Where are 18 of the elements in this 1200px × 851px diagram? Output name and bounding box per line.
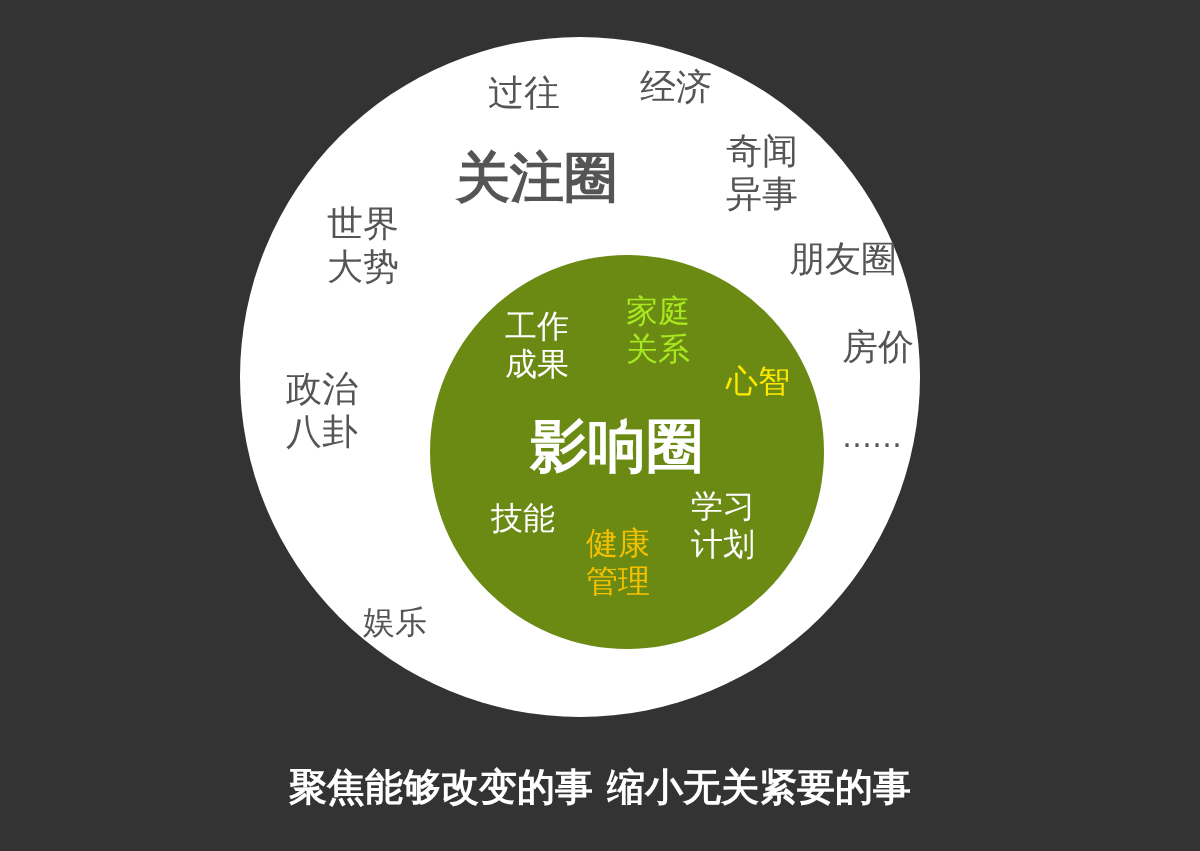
topic-label: 经济	[640, 65, 712, 109]
circle-title: 关注圈	[456, 145, 618, 211]
topic-label: 娱乐	[363, 602, 427, 642]
circle-title: 影响圈	[530, 412, 704, 482]
topic-label: 朋友圈	[789, 237, 897, 281]
topic-label: 政治八卦	[285, 366, 359, 454]
caption: 聚焦能够改变的事 缩小无关紧要的事	[289, 763, 911, 811]
topic-label: 技能	[491, 498, 555, 538]
topic-label: 奇闻异事	[725, 128, 799, 216]
topic-label: 学习计划	[690, 486, 756, 564]
topic-label: 健康管理	[585, 523, 651, 601]
topic-label: 工作成果	[504, 306, 570, 384]
topic-label: ……	[842, 419, 902, 455]
topic-label: 过往	[488, 71, 560, 115]
topic-label: 房价	[842, 325, 914, 369]
topic-label: 世界大势	[326, 201, 400, 289]
topic-label: 心智	[726, 361, 790, 401]
topic-label: 家庭关系	[625, 291, 691, 369]
